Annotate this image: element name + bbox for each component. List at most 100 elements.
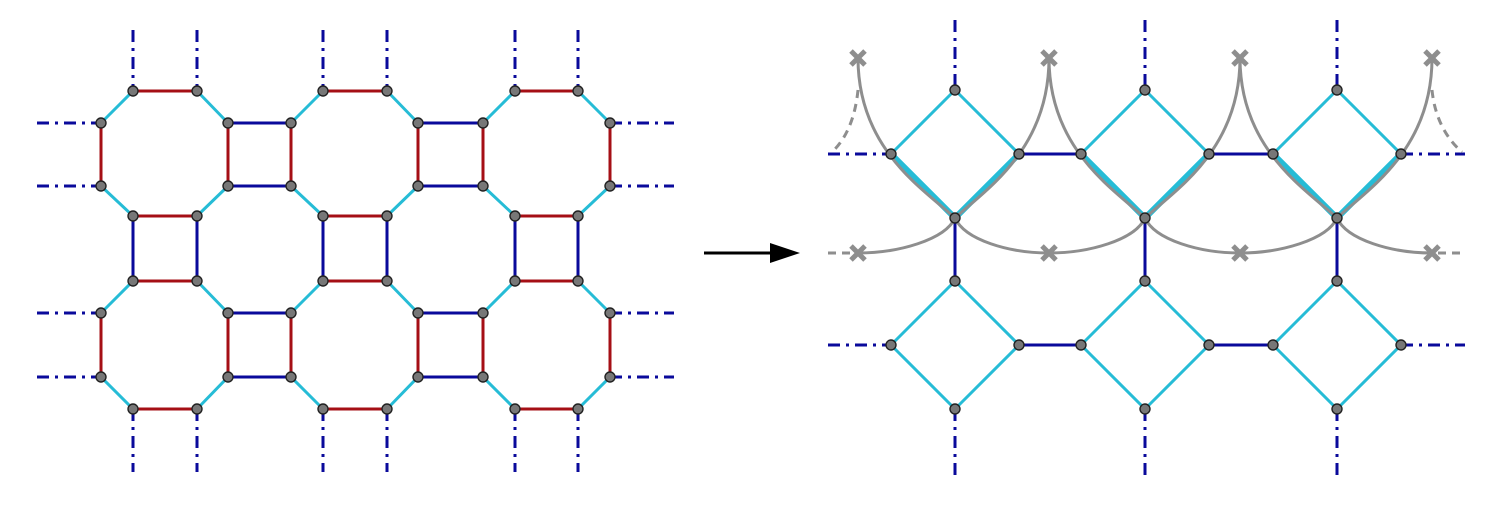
- left-vertex-node: [477, 180, 489, 192]
- left-vertex-node: [572, 210, 584, 222]
- left-vertex-node: [317, 210, 329, 222]
- left-vertex-node: [509, 403, 521, 415]
- connecting-curve: [1048, 217, 1147, 255]
- left-vertex-node: [509, 85, 521, 97]
- left-vertex-node: [477, 307, 489, 319]
- right-arrow-icon: [770, 243, 800, 263]
- right-vertex-node: [1267, 148, 1279, 160]
- right-vertex-node: [1203, 148, 1215, 160]
- left-vertex-node: [95, 371, 107, 383]
- diamond-edge: [889, 88, 957, 156]
- left-edges: [37, 30, 674, 472]
- diamond-edge: [1335, 279, 1403, 347]
- left-vertex-node: [381, 85, 393, 97]
- x-marker-stroke: [1040, 244, 1058, 262]
- octagon-diagonal-edge: [481, 184, 517, 218]
- diamond-edge: [889, 343, 957, 411]
- octagon-diagonal-edge: [481, 89, 517, 125]
- left-vertex-node: [285, 117, 297, 129]
- octagon-diagonal-edge: [385, 375, 420, 411]
- connecting-curve: [953, 57, 1051, 220]
- left-vertex-node: [127, 210, 139, 222]
- octagon-diagonal-edge: [289, 375, 325, 411]
- octagon-diagonal-edge: [289, 279, 325, 315]
- connecting-curve: [1239, 217, 1339, 255]
- diamond-edge: [1143, 279, 1211, 347]
- right-vertex-node: [1139, 84, 1151, 96]
- octagon-diagonal-edge: [576, 375, 612, 411]
- right-diamond-lattice: [828, 20, 1465, 475]
- right-vertex-node: [1395, 339, 1407, 351]
- diamond-edge: [953, 343, 1021, 411]
- connecting-curve: [856, 57, 957, 220]
- left-vertex-node: [604, 371, 616, 383]
- octagon-diagonal-edge: [99, 279, 135, 315]
- left-vertex-node: [285, 371, 297, 383]
- octagon-diagonal-edge: [481, 279, 517, 315]
- left-vertex-node: [222, 117, 234, 129]
- connecting-curve: [857, 217, 957, 255]
- diamond-edge: [1143, 343, 1211, 411]
- x-marker-icon: [1231, 244, 1249, 262]
- diamond-edge: [1079, 88, 1147, 156]
- octagon-diagonal-edge: [385, 184, 420, 218]
- left-vertex-node: [412, 117, 424, 129]
- right-vertex-node: [1395, 148, 1407, 160]
- octagon-diagonal-edge: [385, 279, 420, 315]
- left-nodes: [95, 85, 616, 415]
- right-vertex-node: [1267, 339, 1279, 351]
- left-vertex-node: [222, 180, 234, 192]
- x-marker-stroke: [1423, 49, 1441, 67]
- diamond-edge: [1271, 279, 1339, 347]
- left-vertex-node: [222, 307, 234, 319]
- diamond-edge: [1335, 343, 1403, 411]
- x-marker-stroke: [1231, 49, 1249, 67]
- octagon-diagonal-edge: [195, 375, 230, 411]
- left-vertex-node: [572, 403, 584, 415]
- left-vertex-node: [127, 275, 139, 287]
- left-vertex-node: [412, 180, 424, 192]
- left-vertex-node: [317, 85, 329, 97]
- boundary-dashed-curve: [1430, 89, 1463, 154]
- left-vertex-node: [285, 307, 297, 319]
- right-vertex-node: [1013, 339, 1025, 351]
- diamond-edge: [1079, 279, 1147, 347]
- connecting-curve: [1238, 57, 1339, 220]
- left-vertex-node: [191, 403, 203, 415]
- right-vertex-node: [1331, 403, 1343, 415]
- right-vertex-node: [1331, 212, 1343, 224]
- diamond-edge: [1271, 343, 1339, 411]
- x-marker-icon: [1040, 244, 1058, 262]
- left-vertex-node: [604, 117, 616, 129]
- connecting-curve: [953, 217, 1050, 255]
- octagon-diagonal-edge: [195, 279, 230, 315]
- octagon-diagonal-edge: [195, 184, 230, 218]
- diamond-edge: [1335, 88, 1403, 156]
- x-marker-stroke: [849, 49, 867, 67]
- left-vertex-node: [95, 307, 107, 319]
- diamond-edge: [889, 279, 957, 347]
- octagon-diagonal-edge: [99, 375, 135, 411]
- left-vertex-node: [285, 180, 297, 192]
- octagon-diagonal-edge: [385, 89, 420, 125]
- diamond-edge: [1143, 88, 1211, 156]
- x-marker-icon: [1423, 49, 1441, 67]
- left-vertex-node: [95, 180, 107, 192]
- left-vertex-node: [191, 85, 203, 97]
- diamond-edge: [953, 279, 1021, 347]
- diamond-edge: [953, 88, 1021, 156]
- right-vertex-node: [1139, 403, 1151, 415]
- left-vertex-node: [95, 117, 107, 129]
- right-vertex-node: [949, 84, 961, 96]
- left-vertex-node: [572, 275, 584, 287]
- left-octagon-lattice: [37, 30, 674, 472]
- left-vertex-node: [317, 275, 329, 287]
- octagon-diagonal-edge: [576, 89, 612, 125]
- connecting-curve: [1047, 57, 1147, 220]
- transformation-arrow: [704, 243, 800, 263]
- right-vertex-node: [1139, 212, 1151, 224]
- left-vertex-node: [572, 85, 584, 97]
- left-vertex-node: [222, 371, 234, 383]
- right-vertex-node: [1075, 339, 1087, 351]
